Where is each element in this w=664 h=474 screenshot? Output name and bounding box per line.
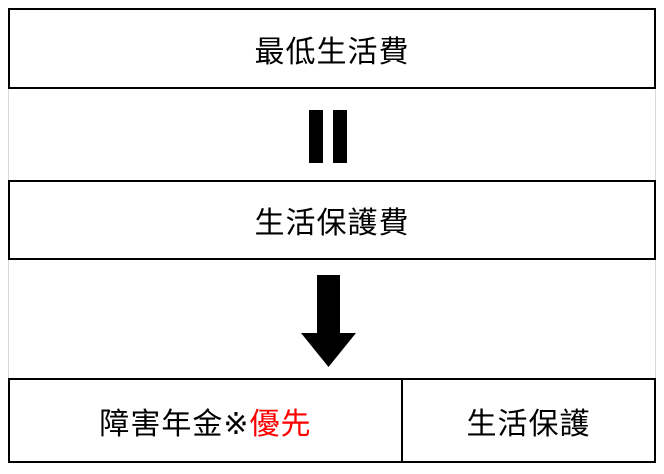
guide-line-left-bottom (8, 259, 9, 379)
benefit-split-box: 障害年金※優先 生活保護 (8, 378, 656, 463)
guide-line-right-bottom (655, 259, 656, 379)
guide-line-right-top (655, 88, 656, 180)
minimum-cost-of-living-box: 最低生活費 (8, 8, 656, 89)
welfare-cost-box: 生活保護費 (8, 180, 656, 260)
disability-pension-cell: 障害年金※優先 (10, 380, 403, 461)
disability-pension-label: 障害年金※ (99, 406, 250, 442)
welfare-label: 生活保護 (466, 406, 591, 442)
priority-label: 優先 (249, 406, 312, 442)
equals-sign-icon (309, 110, 347, 163)
welfare-cell: 生活保護 (403, 380, 654, 461)
guide-line-left-top (8, 88, 9, 180)
welfare-cost-label: 生活保護費 (254, 206, 410, 241)
down-arrow-icon (301, 275, 356, 367)
minimum-cost-of-living-label: 最低生活費 (254, 34, 410, 70)
